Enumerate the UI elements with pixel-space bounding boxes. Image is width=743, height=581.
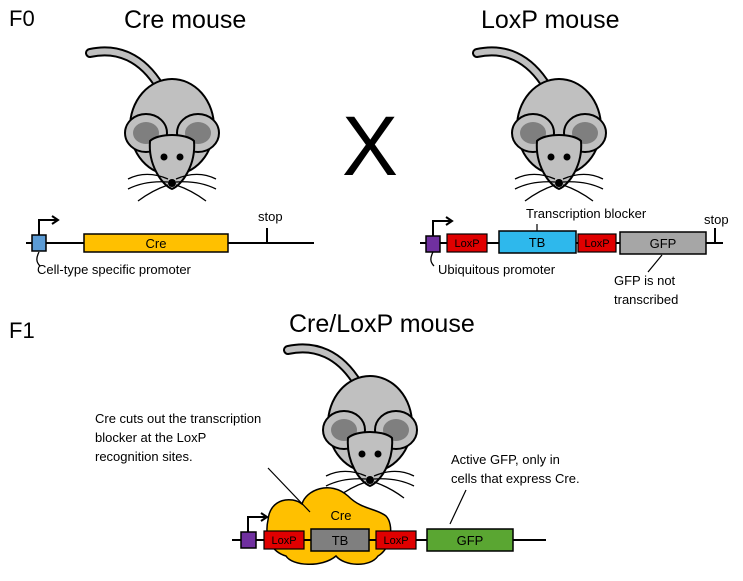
cre-mouse-illustration <box>90 51 219 201</box>
promoter-arrow-icon <box>445 216 454 226</box>
cre-loxp-mouse-title: Cre/LoxP mouse <box>289 310 475 338</box>
cell-type-promoter-label: Cell-type specific promoter <box>37 262 191 277</box>
gfp-note-line-2: transcribed <box>614 292 679 307</box>
loxp-mouse-illustration <box>477 51 606 201</box>
gfp-active-box <box>426 528 514 552</box>
loxp-mouse-title: LoxP mouse <box>481 6 620 34</box>
cre-cuts-line-3: recognition sites. <box>95 449 193 464</box>
cre-gene-box <box>83 233 229 253</box>
loxp-site-box <box>263 530 305 550</box>
active-gfp-line-1: Active GFP, only in <box>451 452 560 467</box>
ubiquitous-promoter-box <box>425 235 441 253</box>
gfp-active-label: GFP <box>457 533 484 548</box>
transcription-blocker-label: Transcription blocker <box>526 206 647 221</box>
cre-mouse-title: Cre mouse <box>124 6 247 34</box>
ubiquitous-promoter-label: Ubiquitous promoter <box>438 262 556 277</box>
gfp-inactive-box <box>619 231 707 255</box>
loxp-site-label: LoxP <box>271 535 296 547</box>
cre-cuts-line-1: Cre cuts out the transcription <box>95 411 262 426</box>
gfp-inactive-label: GFP <box>650 236 677 251</box>
loxp-site-box <box>375 530 417 550</box>
promoter-arrow-icon <box>260 512 269 522</box>
cell-type-promoter-box <box>31 234 47 252</box>
cross-symbol: X <box>342 99 399 193</box>
cre-gene-label: Cre <box>146 236 167 251</box>
ubiquitous-promoter-box <box>240 531 257 549</box>
cre-loxp-construct: Cre LoxP TB LoxP GFP <box>232 467 546 565</box>
loxp-site-label: LoxP <box>383 535 408 547</box>
tb-excised-label: TB <box>332 533 349 548</box>
promoter-arrow-icon <box>51 215 60 225</box>
f1-generation-label: F1 <box>9 318 35 343</box>
cre-enzyme-label: Cre <box>331 508 352 523</box>
cre-construct: Cre <box>26 215 314 267</box>
loxp-site-label: LoxP <box>584 238 609 250</box>
active-gfp-line-2: cells that express Cre. <box>451 471 580 486</box>
loxp-site-box <box>446 233 488 253</box>
cre-enzyme-blob <box>266 487 392 565</box>
cre-stop-label: stop <box>258 209 283 224</box>
loxp-construct: LoxP TB LoxP GFP <box>420 216 723 273</box>
loxp-stop-label: stop <box>704 212 729 227</box>
tb-label: TB <box>529 235 546 250</box>
gfp-note-line-1: GFP is not <box>614 273 676 288</box>
loxp-site-label: LoxP <box>454 238 479 250</box>
loxp-site-box <box>577 233 617 253</box>
tb-excised-box <box>310 528 370 552</box>
cre-loxp-mouse-illustration <box>288 348 417 498</box>
f0-generation-label: F0 <box>9 6 35 31</box>
cre-cuts-line-2: blocker at the LoxP <box>95 430 207 445</box>
